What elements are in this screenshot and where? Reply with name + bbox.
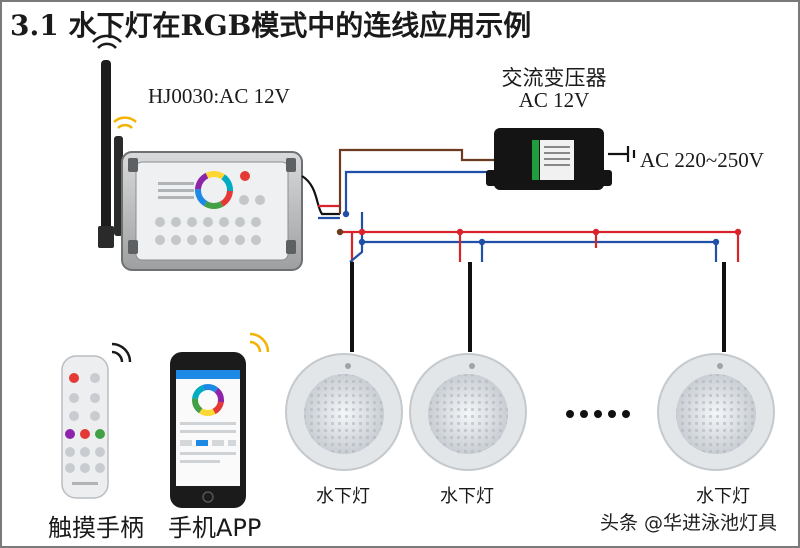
wifi-signal-icon [249,332,270,353]
lamp-label: 水下灯 [696,486,750,507]
rgb-controller [121,151,303,271]
lamp-label: 水下灯 [440,486,494,507]
wire-junctions [336,210,742,246]
mains-voltage-label: AC 220~250V [640,148,764,172]
watermark: 头条 @华进泳池灯具 [600,512,778,534]
remote-label: 触摸手柄 [48,514,144,542]
transformer-name-label: 交流变压器 [501,66,607,90]
touch-remote [61,342,132,499]
wifi-signal-icon [113,116,137,129]
controller-model-label: HJ0030:AC 12V [148,84,290,108]
lamp-2 [409,353,527,471]
transformer [486,128,612,190]
antenna [92,34,137,248]
lamp-3 [657,353,775,471]
wifi-signal-icon [111,342,132,363]
color-wheel-icon [195,171,233,209]
transformer-voltage-label: AC 12V [518,88,590,112]
diagram-title: 3.1 水下灯在RGB模式中的连线应用示例 [10,9,532,42]
lamp-1 [285,353,403,471]
phone [170,332,270,508]
phone-app-label: 手机APP [168,514,262,542]
lamp-label: 水下灯 [316,486,370,507]
wifi-signal-icon [92,34,122,49]
ellipsis-dots [566,410,630,418]
lamp-cables [350,262,726,352]
color-wheel-icon [192,384,224,416]
